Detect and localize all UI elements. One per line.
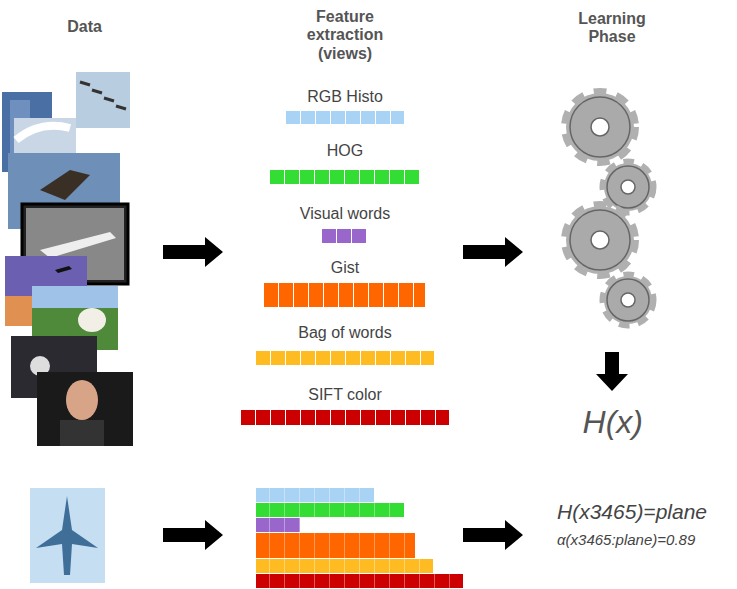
feature-view: HOG [269, 142, 422, 184]
test-photo [30, 488, 105, 583]
prediction: H(x3465)=plane [557, 500, 709, 524]
view-label: Gist [263, 259, 428, 277]
column-header: Feature extraction (views) [295, 8, 395, 63]
view-label: Visual words [296, 205, 395, 223]
feature-view: Visual words [296, 205, 395, 243]
view-label: HOG [269, 142, 422, 160]
column-header: Learning Phase [567, 10, 657, 47]
feature-bar [286, 111, 404, 124]
feature-view: Bag of words [254, 324, 436, 365]
classifier-label: H(x) [582, 404, 644, 441]
view-label: Bag of words [254, 324, 436, 342]
feature-bar [241, 410, 449, 425]
photo-collage [2, 72, 133, 446]
confidence: α(x3465:plane)=0.89 [557, 531, 697, 548]
feature-bar [270, 170, 419, 184]
feature-view: Gist [263, 259, 428, 307]
view-label: RGB Histo [284, 88, 406, 106]
column-header: Data [67, 18, 103, 36]
view-label: SIFT color [239, 386, 451, 404]
feature-bar [264, 283, 425, 307]
feature-bar [256, 351, 434, 365]
feature-view: SIFT color [239, 386, 451, 425]
gear [566, 93, 652, 324]
feature-bar [322, 229, 367, 243]
feature-view: RGB Histo [284, 88, 406, 124]
feature-stack [256, 488, 463, 588]
